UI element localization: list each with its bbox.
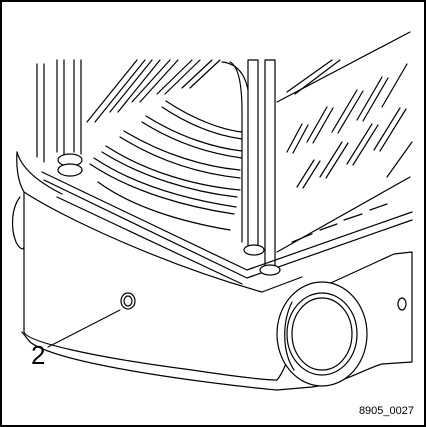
left-wheel [11,196,25,250]
tub-right-edge [261,276,303,293]
tub-corner [16,151,63,195]
left-frame-posts [36,59,82,163]
right-wheel [276,281,368,387]
back-arch [221,61,251,243]
back-arch-inner [229,61,243,243]
right-base-slats [291,203,388,243]
callout-leader-line [47,309,121,348]
side-hole [397,297,407,311]
shelf-rim [41,171,413,271]
callout-number-2: 2 [31,340,46,370]
figure-id-label: 8905_0027 [358,405,414,417]
post-clamps [57,153,281,276]
rear-rack-bars [86,59,221,123]
shelf-edge [56,196,243,285]
tub-upper-edge [23,191,263,293]
round-hole [120,292,136,310]
center-uprights [247,59,276,271]
right-side-panel [276,31,413,253]
shelf-rim-lower [43,179,413,279]
base-shelf-slats [89,100,243,231]
